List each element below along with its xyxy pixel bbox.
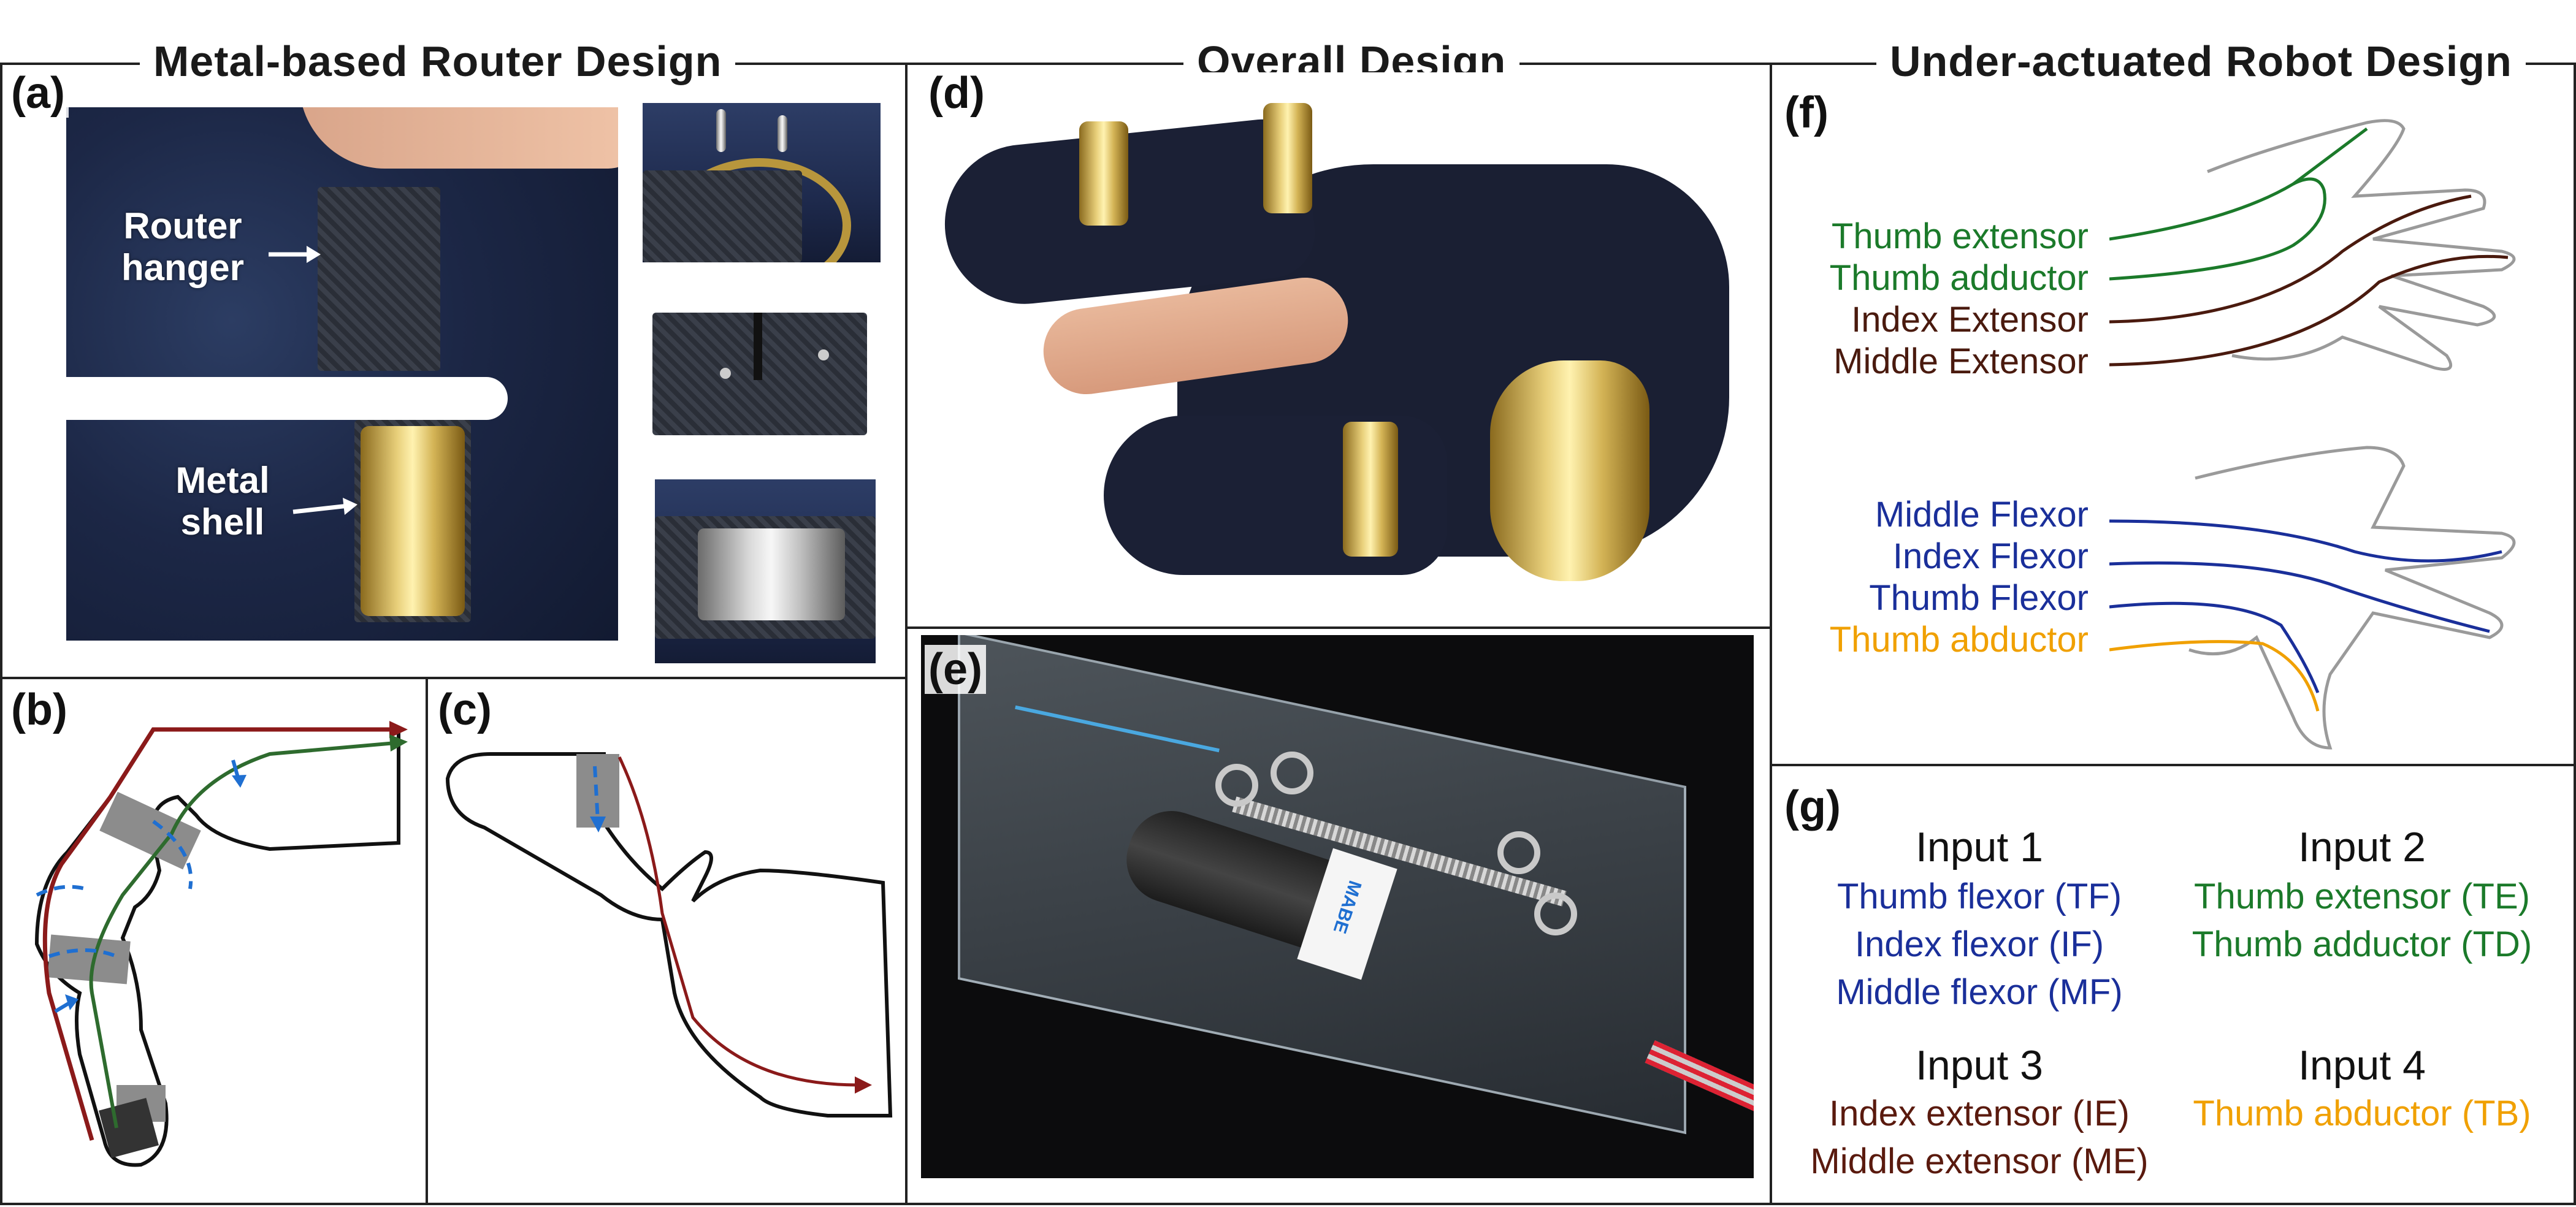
callout-arrows	[269, 246, 357, 515]
band-slit	[754, 313, 762, 380]
section-title-router: Metal-based Router Design	[140, 34, 736, 89]
input-2-item-1: Thumb extensor (TE)	[2194, 877, 2530, 916]
panel-label-c: (c)	[434, 685, 495, 734]
rivet-right	[818, 349, 829, 360]
palmar-tendon-thumb	[2109, 601, 2320, 693]
divider-f-g	[1770, 764, 2576, 766]
divider-b-c	[426, 677, 428, 1205]
photo-router-top	[643, 103, 881, 262]
palmar-tendon-index	[2109, 561, 2490, 633]
dashed-flow-2	[48, 948, 118, 958]
panel-label-b: (b)	[7, 685, 71, 734]
ring-magnet-4	[1534, 893, 1577, 935]
dashed-flow-1	[152, 820, 193, 889]
pin-right	[778, 115, 787, 152]
thumb-dashed-flow	[593, 766, 600, 822]
motor-label: MABE	[1329, 878, 1366, 936]
frame-left	[0, 63, 2, 1205]
router-ring-thumb	[1343, 422, 1398, 557]
input-1-item-1: Thumb flexor (TF)	[1836, 877, 2122, 916]
section-title-overall: Overall Design	[1183, 34, 1520, 89]
section-title-underactuated: Under-actuated Robot Design	[1876, 34, 2526, 89]
label-thumb-extensor: Thumb extensor	[1831, 216, 2089, 256]
divider-d-e	[905, 626, 1772, 629]
input-2-title: Input 2	[2298, 824, 2426, 870]
ring-pad-2	[47, 934, 131, 984]
rivet-left	[720, 368, 731, 379]
diagram-thumb-routing	[445, 752, 893, 1118]
input-1-item-2: Index flexor (IF)	[1854, 924, 2104, 964]
palmar-tendon-middle	[2109, 519, 2502, 563]
dashed-flow-3	[36, 885, 86, 897]
input-1-item-3: Middle flexor (MF)	[1836, 972, 2123, 1012]
label-thumb-flexor: Thumb Flexor	[1869, 578, 2089, 618]
thumb-shell	[1490, 360, 1649, 581]
label-thumb-abductor-f: Thumb abductor	[1829, 620, 2089, 660]
input-2-item-2: Thumb adductor (TD)	[2192, 924, 2532, 964]
photo-actuator: MABE	[921, 635, 1754, 1178]
thumb-tendon-red	[617, 756, 859, 1087]
input-3-item-1: Index extensor (IE)	[1829, 1094, 2130, 1133]
input-4-title: Input 4	[2298, 1042, 2426, 1089]
panel-label-f: (f)	[1781, 88, 1832, 137]
diagram-palmar-hand	[2109, 446, 2516, 750]
tendon-red	[42, 727, 396, 1141]
frame-right	[2574, 63, 2576, 1205]
metal-shell-text: Metal shell	[175, 460, 270, 543]
palmar-tendon-thumb-abductor	[2109, 640, 2320, 712]
input-1-title: Input 1	[1916, 824, 2043, 870]
divider-a-bc	[0, 677, 908, 679]
router-hanger-text: Router hanger	[121, 205, 245, 288]
photo-overall-glove	[920, 72, 1766, 624]
ring-pad-1	[99, 791, 201, 870]
photo-router-bottom	[655, 479, 876, 663]
divider-left-mid	[905, 63, 908, 1205]
ring-strap	[643, 170, 802, 262]
router-ring-2	[1263, 103, 1312, 213]
pin-left	[716, 109, 726, 152]
input-4-item-1: Thumb abductor (TB)	[2193, 1094, 2531, 1133]
dorsal-tendon-thumb-adductor	[2109, 177, 2326, 281]
panel-label-g: (g)	[1781, 782, 1844, 831]
ring-magnet-2	[1271, 752, 1313, 794]
label-index-flexor: Index Flexor	[1892, 536, 2089, 576]
photo-router-hanger: Router hanger Metal shell	[66, 107, 618, 641]
label-middle-flexor: Middle Flexor	[1875, 495, 2089, 535]
router-hanger-strap	[318, 187, 440, 371]
bottom-rule	[0, 1203, 2576, 1205]
divider-mid-right	[1770, 63, 1772, 1205]
finger-gap	[66, 377, 508, 420]
router-ring-1	[1079, 121, 1128, 226]
skin-background	[299, 107, 618, 169]
input-3-item-2: Middle extensor (ME)	[1810, 1141, 2149, 1181]
metal-shell-cover	[698, 528, 845, 620]
ring-magnet-1	[1215, 764, 1258, 807]
input-3-title: Input 3	[1916, 1042, 2043, 1089]
diagram-dorsal-hand	[2109, 119, 2516, 371]
diagram-finger-routing	[34, 721, 408, 1167]
metal-shell-plate	[361, 426, 465, 616]
label-middle-extensor: Middle Extensor	[1833, 341, 2089, 381]
ring-magnet-3	[1497, 831, 1540, 874]
dorsal-tendon-middle	[2109, 254, 2509, 367]
photo-router-middle	[646, 288, 873, 466]
label-index-extensor: Index Extensor	[1851, 300, 2089, 340]
dorsal-hand-outline	[2207, 119, 2516, 371]
palmar-hand-outline	[2188, 446, 2516, 750]
label-thumb-adductor: Thumb adductor	[1829, 258, 2089, 298]
panel-label-e: (e)	[925, 645, 986, 694]
dorsal-tendon-thumb-extensor	[2109, 128, 2368, 241]
panel-label-d: (d)	[925, 69, 988, 118]
dorsal-tendon-index	[2109, 194, 2472, 324]
panel-label-a: (a)	[7, 69, 69, 118]
